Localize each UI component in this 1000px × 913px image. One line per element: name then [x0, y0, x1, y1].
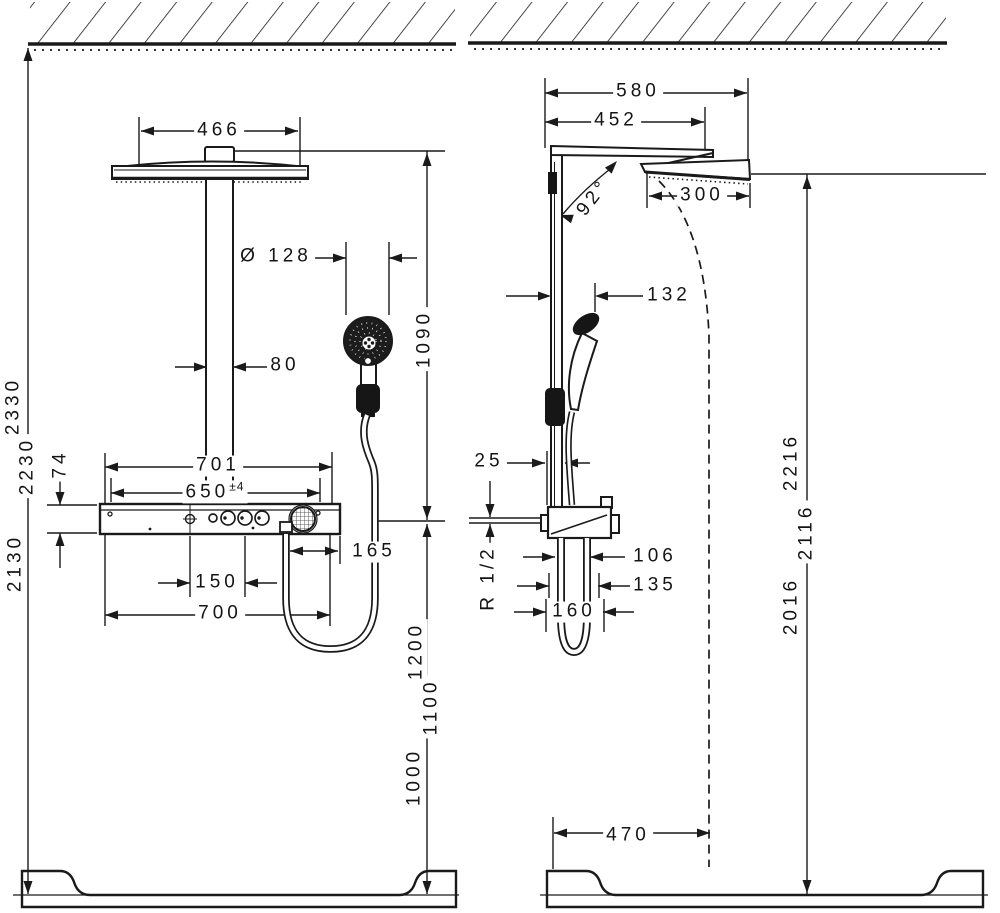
dim-head-width: 466 — [194, 120, 244, 142]
dim-hose-clearance-large: 160 — [549, 601, 599, 623]
dim-valve-height-1: 1200 — [406, 618, 428, 684]
overhead-shower-front — [111, 146, 309, 183]
shelf-side — [540, 496, 620, 540]
dim-valve-height-2: 1100 — [421, 675, 443, 739]
shower-bar-side — [548, 147, 563, 511]
dim-hand-shower-projection: 132 — [644, 285, 694, 307]
dimension-arrows — [23, 48, 812, 894]
dim-spray-projection: 470 — [603, 825, 653, 847]
spray-trajectory-line — [658, 180, 710, 867]
dim-valve-height-3: 1000 — [404, 744, 426, 810]
dim-head-height-2: 2116 — [796, 500, 818, 564]
dim-arm-projection-total: 580 — [613, 81, 663, 103]
dim-bar-wall-offset: 25 — [471, 451, 507, 473]
dim-head-depth: 300 — [677, 185, 727, 207]
dim-hose-to-edge: 165 — [349, 541, 399, 563]
dim-head-height-3: 2016 — [781, 573, 803, 639]
ceiling-hatch-right — [468, 2, 947, 50]
dim-hand-shower-diameter: Ø 128 — [237, 246, 315, 268]
hose-upper-side — [565, 411, 576, 506]
dim-connection-thread: R 1/2 — [478, 542, 500, 614]
shower-valve-bar-front — [98, 502, 342, 536]
dim-fastening-distance: 650±4 — [182, 480, 248, 504]
wall-bracket-side — [548, 172, 557, 194]
overhead-shower-side — [639, 158, 752, 185]
hand-shower-front — [343, 316, 393, 417]
shower-pipe-front — [205, 178, 234, 506]
dim-ceiling-height-2: 2230 — [17, 433, 39, 499]
dim-pipe-width: 80 — [267, 355, 303, 377]
dim-ceiling-height-1: 2330 — [3, 373, 25, 439]
dim-hose-clearance-mid: 135 — [630, 575, 680, 597]
dim-control-spacing: 150 — [192, 572, 242, 594]
shower-tray-side — [545, 869, 985, 909]
dim-head-to-valve-height: 1090 — [414, 306, 436, 372]
shower-arm-side — [550, 144, 714, 169]
dim-bar-height: 74 — [50, 446, 72, 482]
dim-bar-width-bottom: 700 — [195, 603, 245, 625]
hose-loop-side — [557, 538, 591, 657]
dim-hose-clearance-small: 106 — [630, 546, 680, 568]
ceiling-hatch-left — [28, 2, 456, 51]
slider-holder-side — [545, 388, 565, 426]
dim-bar-width-top: 701 — [193, 455, 243, 477]
dim-ceiling-height-3: 2130 — [5, 530, 27, 596]
shower-hose-front — [282, 413, 379, 653]
dim-arm-projection: 452 — [591, 110, 641, 132]
dim-head-height-1: 2216 — [781, 429, 803, 495]
hand-shower-holder-front — [356, 384, 380, 413]
hand-shower-side — [545, 312, 600, 426]
shower-tray-front — [20, 869, 458, 909]
